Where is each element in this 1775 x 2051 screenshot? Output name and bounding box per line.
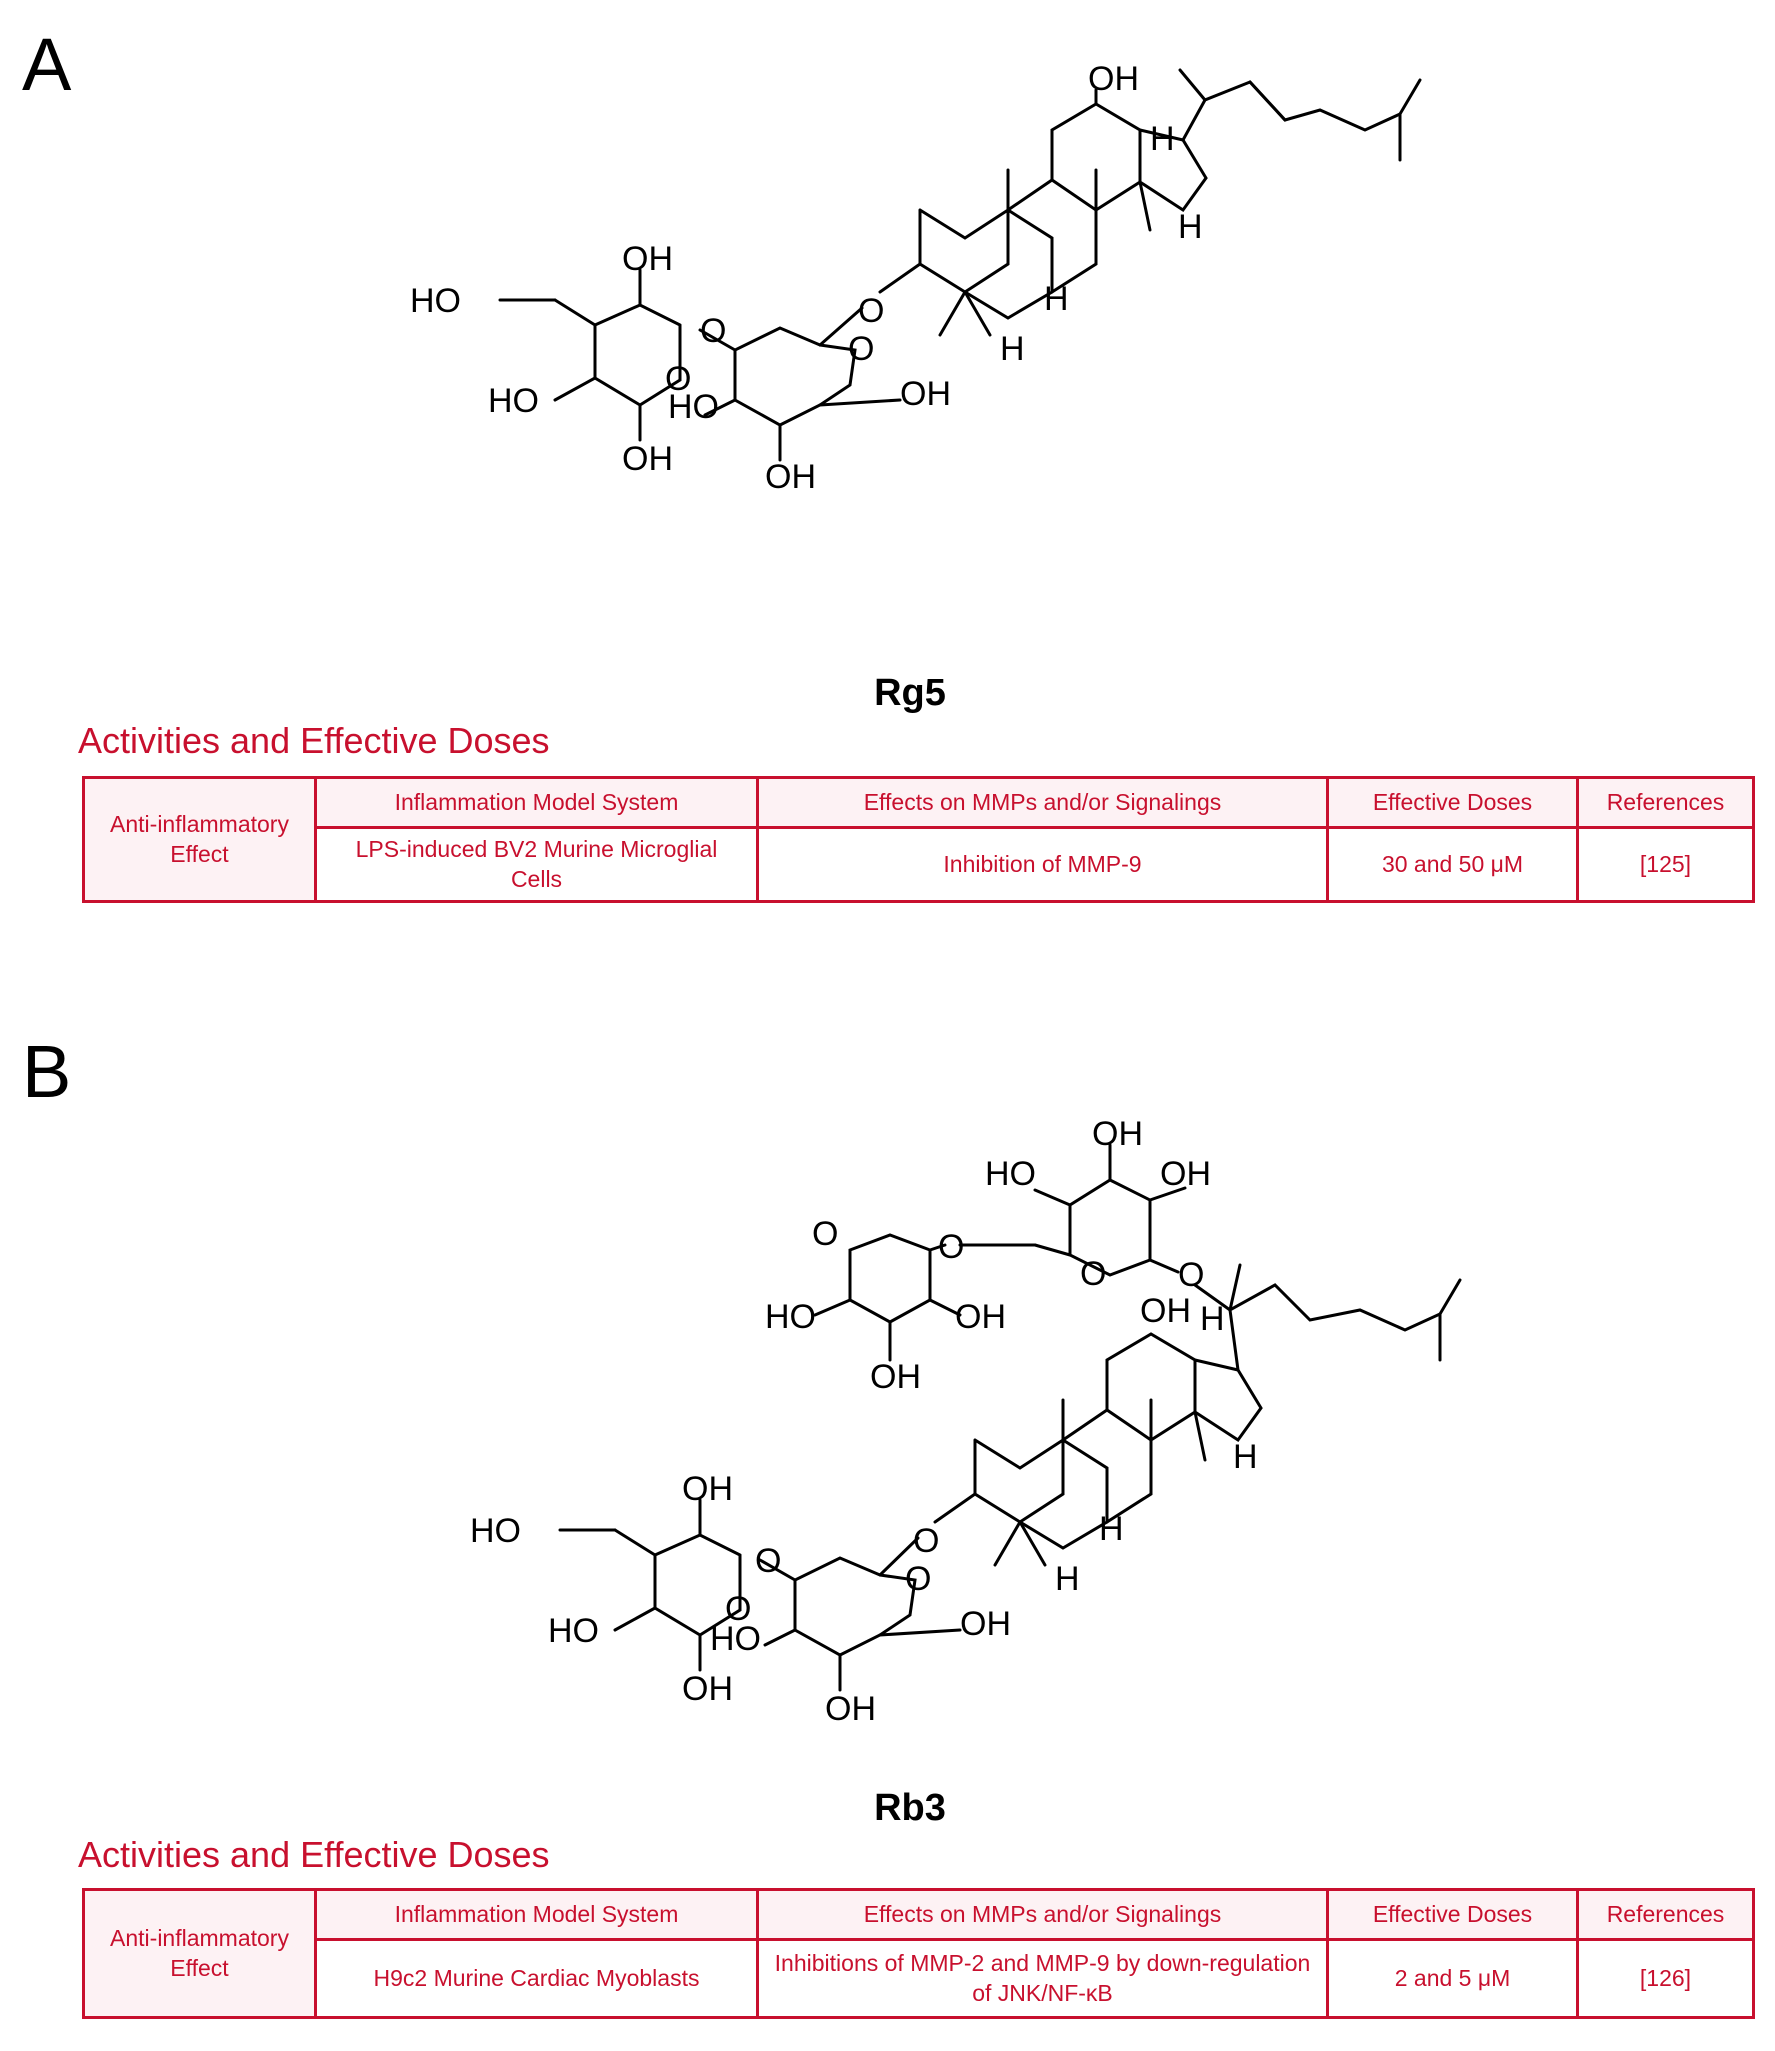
table-a-cell-model: LPS-induced BV2 Murine Microglial Cells — [314, 826, 759, 903]
table-a-header-refs: References — [1576, 776, 1755, 829]
rg5-oh-sugar1-bottom: OH — [622, 440, 673, 478]
rb3-h-c5: H — [1055, 1560, 1080, 1598]
table-a-row-header: Anti-inflammatory Effect — [82, 776, 317, 903]
rb3-o-link-lower: O — [755, 1542, 781, 1580]
table-b-cell-model: H9c2 Murine Cardiac Myoblasts — [314, 1938, 759, 2019]
rg5-oh-ch2-2: OH — [900, 375, 951, 413]
table-a-cell-effects: Inhibition of MMP-9 — [756, 826, 1329, 903]
rb3-oh-ch2-2: OH — [960, 1605, 1011, 1643]
rb3-o-ara-ring: O — [812, 1215, 838, 1253]
rb3-h-c9: H — [1099, 1510, 1124, 1548]
table-b-header-refs: References — [1576, 1888, 1755, 1941]
panel-letter-a: A — [22, 23, 72, 106]
table-b-cell-refs: [126] — [1576, 1938, 1755, 2019]
rg5-o-link: O — [700, 312, 726, 350]
rb3-ho-ch2-1: HO — [470, 1512, 521, 1550]
section-heading-a: Activities and Effective Doses — [78, 720, 550, 761]
rg5-oh-sugar2: OH — [765, 458, 816, 496]
rg5-ho-sugar1: HO — [488, 382, 539, 420]
compound-label-rg5: Rg5 — [874, 672, 946, 714]
rb3-oh-sugar2: OH — [825, 1690, 876, 1728]
rg5-ho-ch2-1: HO — [410, 282, 461, 320]
table-a-header-effects: Effects on MMPs and/or Signalings — [756, 776, 1329, 829]
rg5-o-ring2: O — [848, 330, 874, 368]
rg5-h-c5: H — [1000, 330, 1025, 368]
table-b-cell-doses: 2 and 5 μM — [1326, 1938, 1579, 2019]
dose-table-b: Anti-inflammatory Effect Inflammation Mo… — [82, 1888, 1755, 2019]
section-heading-b: Activities and Effective Doses — [78, 1834, 550, 1875]
rb3-oh-c12: OH — [1140, 1292, 1191, 1330]
rg5-oh-sugar1-top: OH — [622, 240, 673, 278]
rb3-ho-glc: HO — [985, 1155, 1036, 1193]
panel-letter-b: B — [22, 1030, 72, 1113]
table-b-header-model: Inflammation Model System — [314, 1888, 759, 1941]
table-b-header-effects: Effects on MMPs and/or Signalings — [756, 1888, 1329, 1941]
table-a-header-model: Inflammation Model System — [314, 776, 759, 829]
rg5-h-c9: H — [1044, 280, 1069, 318]
rb3-structure: OH HO OH O O O O HO OH OH OH H H H H O O… — [0, 1060, 1775, 1760]
rg5-o-ring1: O — [665, 360, 691, 398]
rg5-o-glycosidic: O — [858, 292, 884, 330]
rb3-oh-sugar1-bottom: OH — [682, 1670, 733, 1708]
rb3-h-c14: H — [1233, 1438, 1258, 1476]
table-a-cell-refs: [125] — [1576, 826, 1755, 903]
rb3-oh-ara-right: OH — [955, 1298, 1006, 1336]
compound-label-rb3: Rb3 — [874, 1787, 946, 1829]
rb3-oh-glc-right: OH — [1160, 1155, 1211, 1193]
rg5-h-c17: H — [1150, 120, 1175, 158]
rg5-ho-sugar2: HO — [668, 388, 719, 426]
table-b-header-doses: Effective Doses — [1326, 1888, 1579, 1941]
rb3-ho-sugar2: HO — [710, 1620, 761, 1658]
dose-table-a: Anti-inflammatory Effect Inflammation Mo… — [82, 776, 1755, 903]
rb3-o-glycosidic: O — [913, 1522, 939, 1560]
rg5-structure: OH H H H H O O O OH HO OH OH HO HO OH O — [0, 60, 1775, 660]
rb3-o-glc-ring: O — [1080, 1255, 1106, 1293]
table-b-row-header: Anti-inflammatory Effect — [82, 1888, 317, 2019]
rb3-ho-ara: HO — [765, 1298, 816, 1336]
rg5-oh-c12: OH — [1088, 60, 1139, 98]
table-a-cell-doses: 30 and 50 μM — [1326, 826, 1579, 903]
rb3-o-link-upper: O — [938, 1228, 964, 1266]
rb3-oh-glc-top: OH — [1092, 1115, 1143, 1153]
rb3-o-ring2: O — [905, 1560, 931, 1598]
rb3-o-ring1: O — [725, 1590, 751, 1628]
rg5-h-c14: H — [1178, 208, 1203, 246]
rg5-structure-drawing: OH H H H H O O O OH HO OH OH HO HO OH O — [410, 60, 1422, 496]
rb3-o-c20: O — [1178, 1256, 1204, 1294]
rb3-h-c17: H — [1200, 1300, 1225, 1338]
rb3-ho-sugar1: HO — [548, 1612, 599, 1650]
rb3-oh-ara-bottom: OH — [870, 1358, 921, 1396]
table-b-cell-effects: Inhibitions of MMP-2 and MMP-9 by down-r… — [756, 1938, 1329, 2019]
rb3-structure-drawing: OH HO OH O O O O HO OH OH OH H H H H O O… — [470, 1115, 1462, 1728]
rb3-oh-sugar1-top: OH — [682, 1470, 733, 1508]
table-a-header-doses: Effective Doses — [1326, 776, 1579, 829]
